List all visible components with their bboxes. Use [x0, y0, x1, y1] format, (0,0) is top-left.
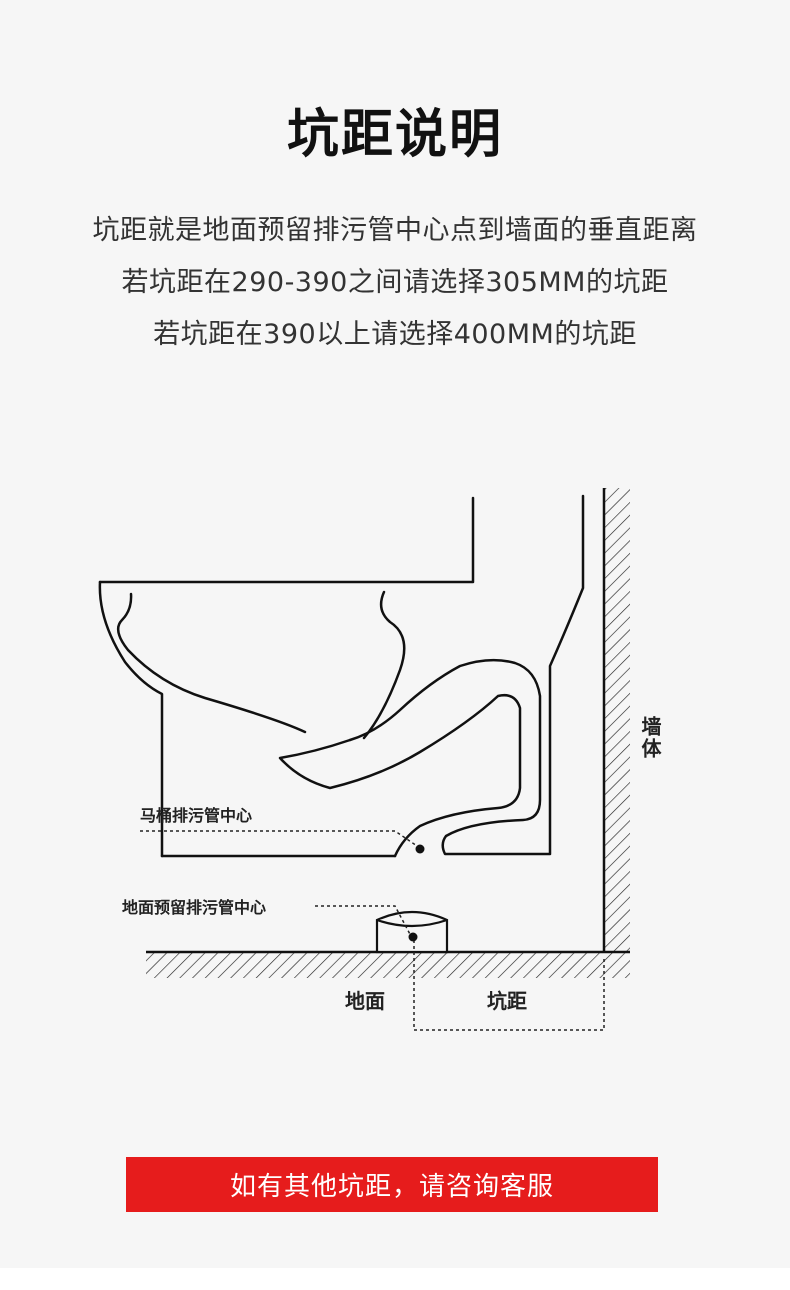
label-rough-in-distance: 坑距 [487, 989, 527, 1013]
wall [602, 488, 630, 952]
label-floor: 地面 [345, 989, 385, 1013]
contact-service-button[interactable]: 如有其他坑距，请咨询客服 [126, 1157, 658, 1212]
floor-drain-center-dot [408, 932, 418, 942]
description-line-1: 坑距就是地面预留排污管中心点到墙面的垂直距离 [92, 215, 698, 246]
rough-in-diagram: 马桶排污管中心 地面预留排污管中心 墙体 地面 坑距 [98, 488, 662, 1031]
description-line-3: 若坑距在390以上请选择400MM的坑距 [153, 319, 637, 350]
leader-lines [140, 830, 605, 1031]
floor [146, 950, 630, 978]
label-floor-drain-center: 地面预留排污管中心 [122, 898, 266, 917]
bottom-band [0, 1268, 790, 1290]
label-wall: 墙体 [638, 715, 662, 760]
floor-flange [375, 910, 449, 954]
description-line-2: 若坑距在290-390之间请选择305MM的坑距 [121, 267, 669, 298]
label-toilet-drain-center: 马桶排污管中心 [140, 806, 252, 825]
toilet-drain-center-dot [415, 844, 425, 854]
toilet-outline [98, 494, 585, 858]
page-title: 坑距说明 [286, 105, 503, 165]
